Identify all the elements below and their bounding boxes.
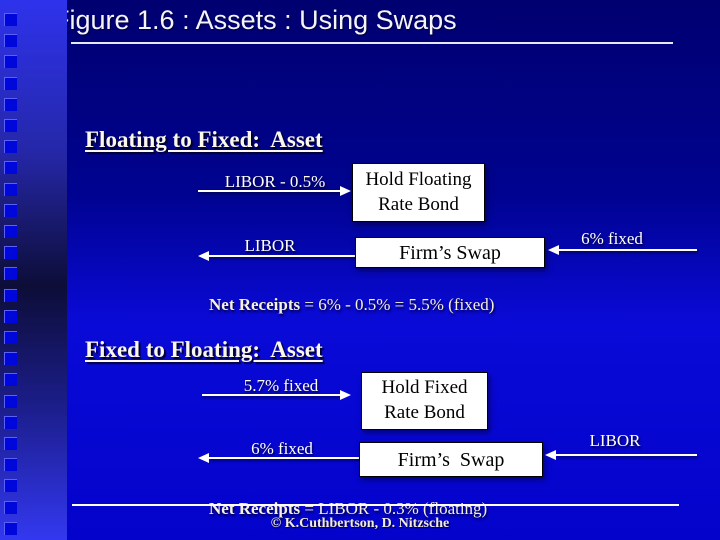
decoration-square [4, 394, 17, 408]
decoration-square [4, 331, 17, 344]
box-line: Firm’s Swap [399, 241, 501, 264]
decoration-square [4, 97, 17, 111]
arrow-left-icon [198, 453, 209, 463]
decoration-square [4, 415, 17, 429]
decoration-square [4, 521, 17, 535]
decoration-square [4, 55, 17, 69]
decoration-square [4, 246, 17, 260]
net-receipts-rest: = 6% - 0.5% = 5.5% (fixed) [300, 295, 495, 314]
arrow-line [198, 190, 340, 192]
arrow-left-icon [545, 450, 556, 460]
decoration-square [4, 203, 17, 217]
decoration-square [4, 458, 17, 472]
decoration-square [4, 182, 17, 196]
box-line: Firm’s Swap [397, 448, 505, 471]
decoration-square [4, 13, 17, 26]
arrow-right-icon [340, 186, 351, 196]
title-band: Figure 1.6 : Assets : Using Swaps [67, 0, 720, 46]
decoration-square [4, 140, 17, 154]
decoration-square [4, 437, 17, 450]
net-receipts-line-1: Net Receipts = 6% - 0.5% = 5.5% (fixed) [192, 275, 494, 335]
net-receipts-prefix: Net Receipts [209, 295, 301, 314]
box-firms-swap-2: Firm’s Swap [359, 442, 543, 477]
section-heading-fixed-to-floating: Fixed to Floating: Asset [85, 337, 323, 362]
arrow-line [209, 255, 355, 257]
flow-label-6-fixed-2: 6% fixed [251, 439, 313, 458]
left-decoration-strip [0, 0, 67, 540]
arrow-line [559, 249, 697, 251]
box-hold-floating-rate-bond: Hold Floating Rate Bond [352, 163, 485, 222]
footer-credit: © K.Cuthbertson, D. Nitzsche [270, 516, 450, 531]
arrow-left-icon [198, 251, 209, 261]
decoration-square [4, 76, 17, 90]
arrow-line [556, 454, 697, 456]
slide-title: Figure 1.6 : Assets : Using Swaps [67, 5, 457, 35]
decoration-square [4, 225, 17, 238]
decoration-square [4, 352, 17, 366]
decoration-square [4, 373, 17, 387]
section-heading-floating-to-fixed: Floating to Fixed: Asset [85, 127, 323, 152]
arrow-line [202, 394, 340, 396]
box-line: Hold Floating [365, 168, 472, 190]
decoration-square [4, 34, 17, 48]
flow-label-6-fixed: 6% fixed [581, 229, 643, 248]
flow-label-57-fixed: 5.7% fixed [243, 376, 319, 395]
decoration-square [4, 309, 17, 323]
box-line: Rate Bond [384, 402, 465, 423]
net-receipts-rest: = LIBOR - 0.3% (floating) [300, 499, 488, 518]
decoration-square [4, 500, 17, 514]
net-receipts-line-2: Net Receipts = LIBOR - 0.3% (floating) [192, 479, 487, 539]
net-receipts-prefix: Net Receipts [209, 499, 301, 518]
box-firms-swap-1: Firm’s Swap [355, 237, 545, 268]
decoration-square [4, 119, 17, 132]
decoration-square [4, 161, 17, 175]
box-hold-fixed-rate-bond: Hold Fixed Rate Bond [361, 372, 488, 430]
decoration-square [4, 267, 17, 281]
flow-label-libor: LIBOR [244, 236, 296, 255]
flow-label-libor-minus: LIBOR - 0.5% [224, 172, 326, 191]
decoration-square [4, 479, 17, 493]
decoration-square [4, 288, 17, 302]
arrow-left-icon [548, 245, 559, 255]
title-underline [71, 42, 673, 44]
arrow-right-icon [340, 390, 351, 400]
flow-label-libor-2: LIBOR [589, 431, 641, 450]
footer-divider [72, 504, 679, 506]
arrow-line [209, 457, 359, 459]
box-line: Hold Fixed [381, 377, 468, 399]
box-line: Rate Bond [378, 193, 459, 215]
